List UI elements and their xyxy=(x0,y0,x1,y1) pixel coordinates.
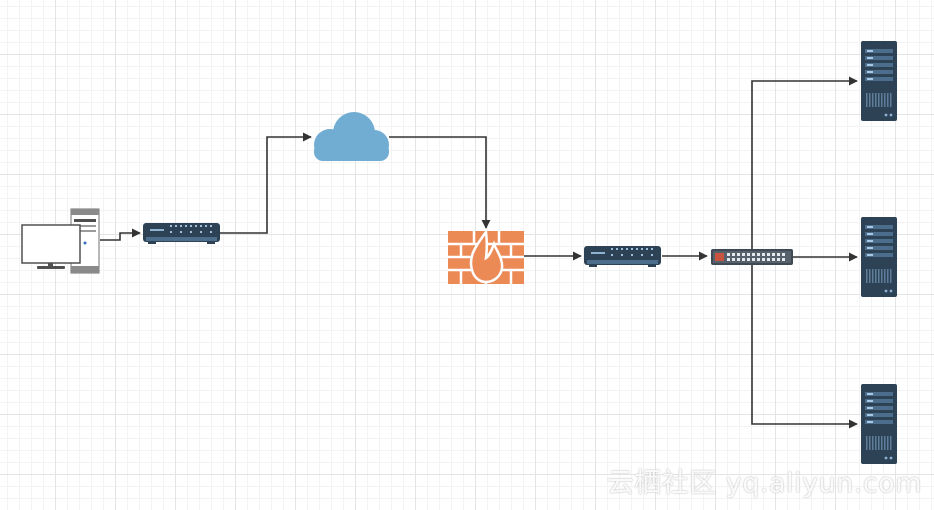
modem-icon[interactable] xyxy=(143,223,220,244)
router-icon[interactable] xyxy=(584,246,661,267)
edge-modem-to-internet[interactable] xyxy=(220,132,312,234)
rack-server-icon[interactable] xyxy=(861,217,897,297)
watermark: 云栖社区 yq.aliyun.com xyxy=(606,468,922,499)
edges xyxy=(100,76,858,429)
firewall-icon[interactable] xyxy=(448,228,524,284)
cloud-icon[interactable] xyxy=(314,112,389,161)
edge-internet-to-firewall[interactable] xyxy=(389,136,491,229)
edge-client-to-modem[interactable] xyxy=(100,228,141,241)
rack-server-icon[interactable] xyxy=(861,41,897,121)
edge-switch-to-server-1[interactable] xyxy=(751,76,858,252)
rack-server-icon[interactable] xyxy=(861,384,897,464)
edge-switch-to-server-3[interactable] xyxy=(751,262,858,429)
network-switch-icon[interactable] xyxy=(711,249,793,265)
desktop-computer-icon[interactable] xyxy=(21,208,100,274)
